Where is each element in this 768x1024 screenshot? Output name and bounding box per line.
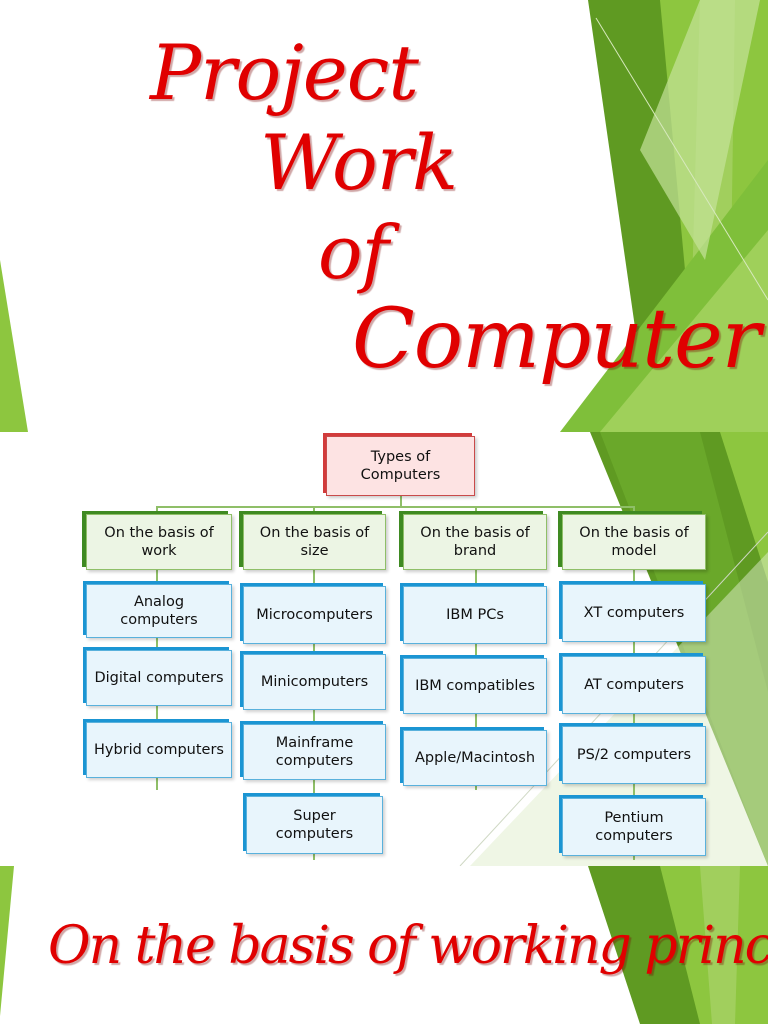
connector-line [156, 506, 635, 508]
category-model: On the basis of model [562, 514, 706, 570]
leaf-analog-computers: Analog computers [86, 584, 232, 638]
category-work: On the basis of work [86, 514, 232, 570]
leaf-pentium-computers: Pentium computers [562, 798, 706, 856]
leaf-at-computers: AT computers [562, 656, 706, 714]
green-triangle-decoration [0, 866, 768, 1024]
connector-line [313, 506, 315, 514]
leaf-super-computers: Super computers [246, 796, 383, 854]
connector-line [633, 506, 635, 514]
title-word-of: of [318, 210, 389, 296]
category-brand: On the basis of brand [403, 514, 547, 570]
connector-line [475, 506, 477, 514]
leaf-ibm-pcs: IBM PCs [403, 586, 547, 644]
title-word-computer: Computer [352, 292, 761, 387]
leaf-apple-macintosh: Apple/Macintosh [403, 730, 547, 786]
connector-line [400, 496, 402, 506]
working-principle-slide: On the basis of working principle: [0, 866, 768, 1024]
leaf-mainframe-computers: Mainframe computers [243, 724, 386, 780]
leaf-hybrid-computers: Hybrid computers [86, 722, 232, 778]
connector-line [633, 570, 635, 860]
title-word-work: Work [260, 118, 458, 207]
green-triangle-decoration [0, 0, 768, 432]
title-slide: Project Work of Computer [0, 0, 768, 432]
category-size: On the basis of size [243, 514, 386, 570]
leaf-digital-computers: Digital computers [86, 650, 232, 706]
connector-line [156, 506, 158, 514]
working-principle-heading: On the basis of working principle: [48, 916, 768, 976]
root-node-types-of-computers: Types of Computers [326, 436, 475, 496]
leaf-ibm-compatibles: IBM compatibles [403, 658, 547, 714]
leaf-microcomputers: Microcomputers [243, 586, 386, 644]
leaf-minicomputers: Minicomputers [243, 654, 386, 710]
title-word-project: Project [150, 28, 419, 117]
connector-line [313, 570, 315, 860]
diagram-slide: Types of Computers On the basis of work … [0, 432, 768, 866]
leaf-xt-computers: XT computers [562, 584, 706, 642]
leaf-ps2-computers: PS/2 computers [562, 726, 706, 784]
